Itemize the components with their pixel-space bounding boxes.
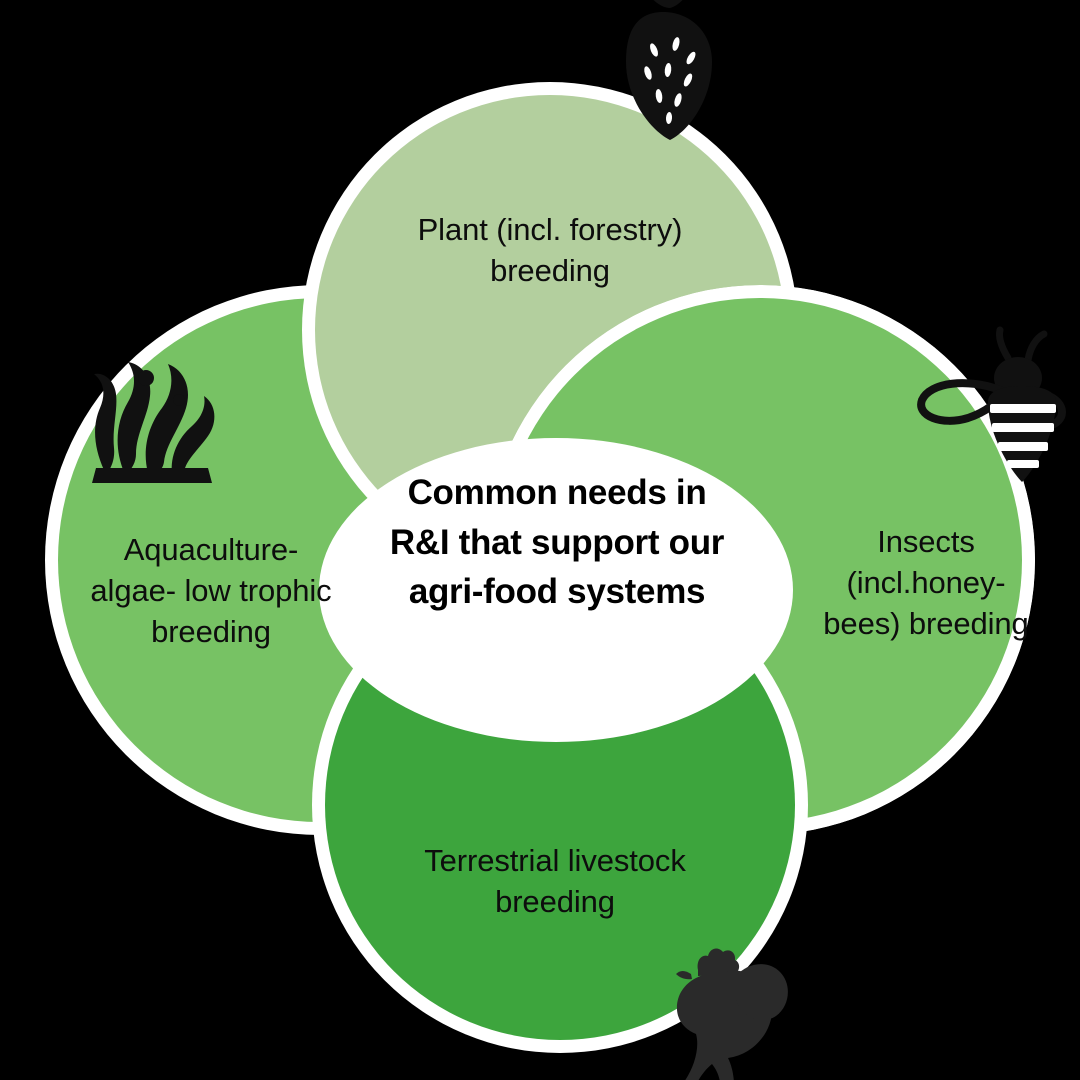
chicken-icon bbox=[676, 948, 788, 1080]
seaweed-icon bbox=[92, 362, 215, 483]
strawberry-icon bbox=[626, 0, 712, 140]
center-hub-fill bbox=[319, 438, 793, 742]
bee-icon bbox=[917, 326, 1067, 482]
center-hub[interactable] bbox=[319, 438, 793, 742]
